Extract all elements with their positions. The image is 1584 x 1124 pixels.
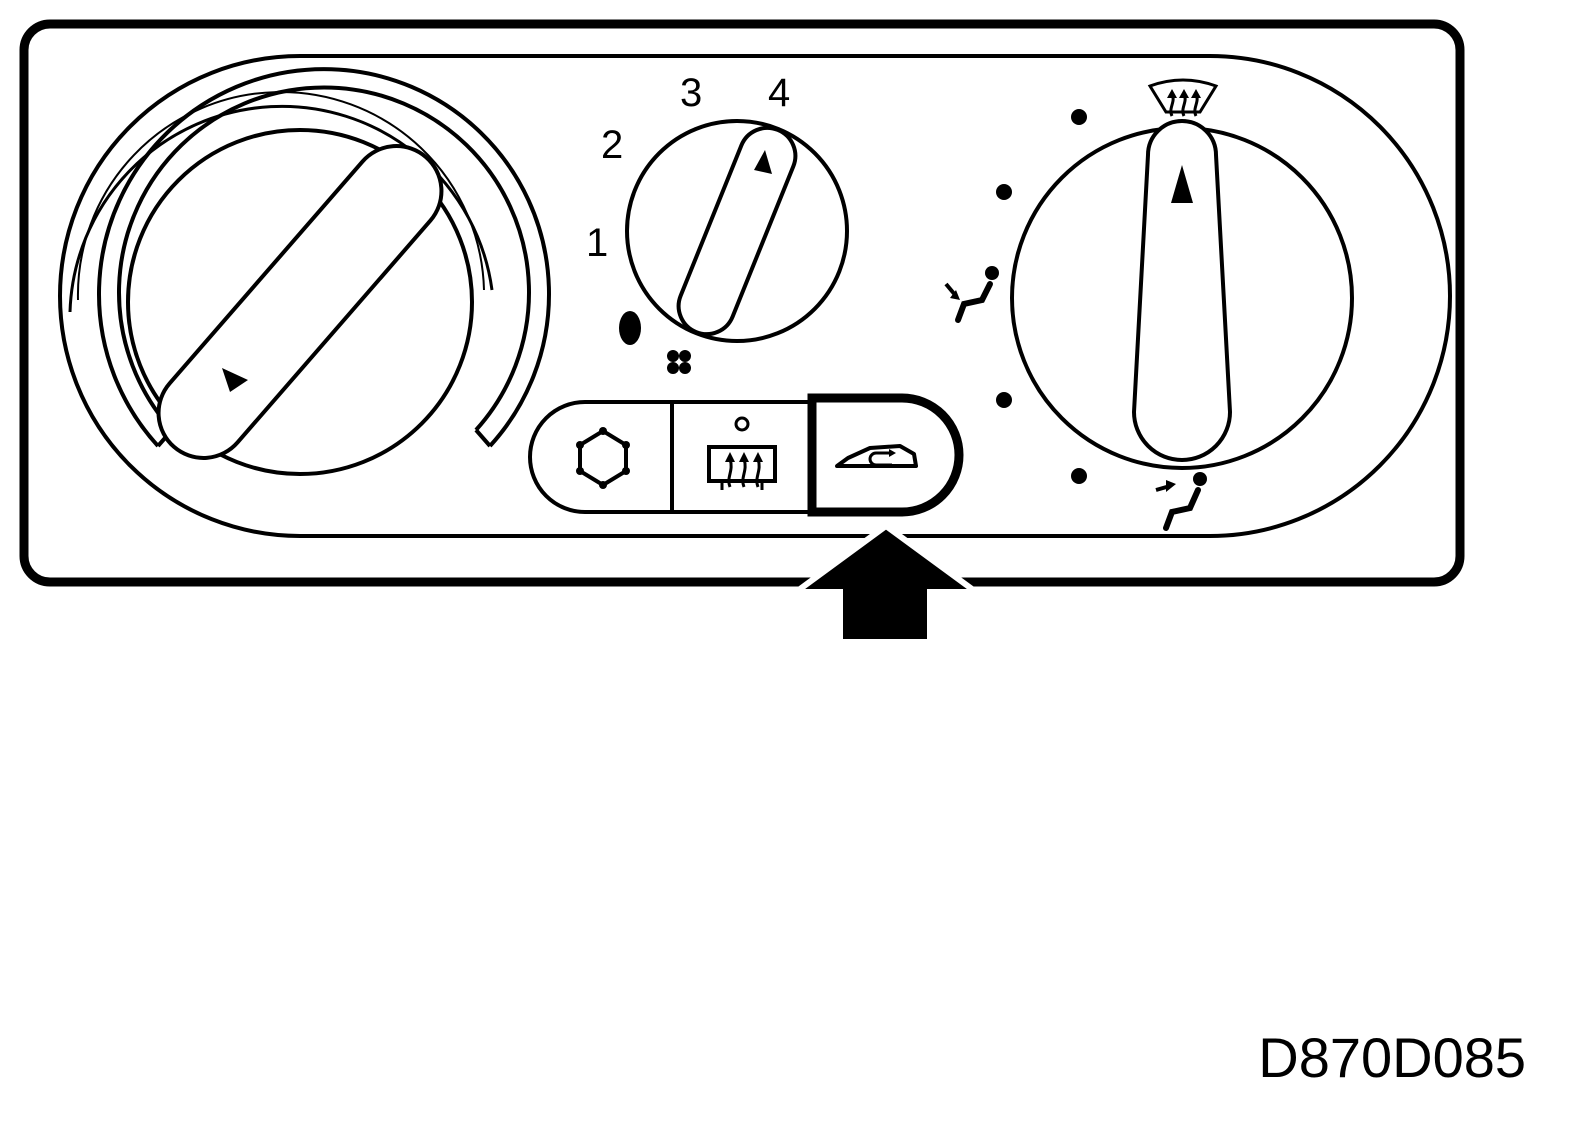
mode-position-dot [996,184,1012,200]
fan-speed-label-1: 1 [586,221,608,265]
mode-position-dot [996,392,1012,408]
mode-position-dot [1071,468,1087,484]
fan-icon [667,350,691,374]
windshield-defrost-icon [1147,78,1219,117]
off-oval-icon [619,311,641,345]
ac-snowflake-icon [576,427,630,489]
fan-speed-label-2: 2 [601,123,623,167]
fan-speed-label-3: 3 [680,71,702,115]
ac-button[interactable] [532,402,672,512]
fan-speed-knob-pointer[interactable] [670,119,804,342]
temperature-scale-arc-inner [117,85,531,432]
rear-defrost-indicator-light [734,416,750,432]
mode-knob-pointer[interactable] [1131,119,1233,462]
fan-speed-label-4: 4 [768,71,790,115]
recirculation-button[interactable] [807,393,964,517]
recirculation-car-icon [835,444,918,468]
face-vent-icon [944,266,999,323]
mode-knob[interactable] [944,78,1354,531]
temperature-pointer-triangle-icon [222,368,248,392]
rear-defrost-button[interactable] [672,402,812,512]
fan-speed-knob[interactable]: 1 2 3 4 [586,71,849,374]
floor-vent-icon [1155,472,1207,531]
mode-pointer-triangle-icon [1171,165,1193,203]
temperature-knob[interactable] [68,67,551,476]
fan-pointer-triangle-icon [754,150,772,174]
figure-code: D870D085 [1258,1026,1526,1089]
button-group [528,393,964,517]
rear-window-defrost-icon [707,445,777,490]
temperature-scale-arc [97,67,551,448]
mode-position-dot [1071,109,1087,125]
up-arrow-icon [786,522,986,645]
panel-bezel [58,54,1452,538]
temperature-gradient-strip [68,104,494,313]
